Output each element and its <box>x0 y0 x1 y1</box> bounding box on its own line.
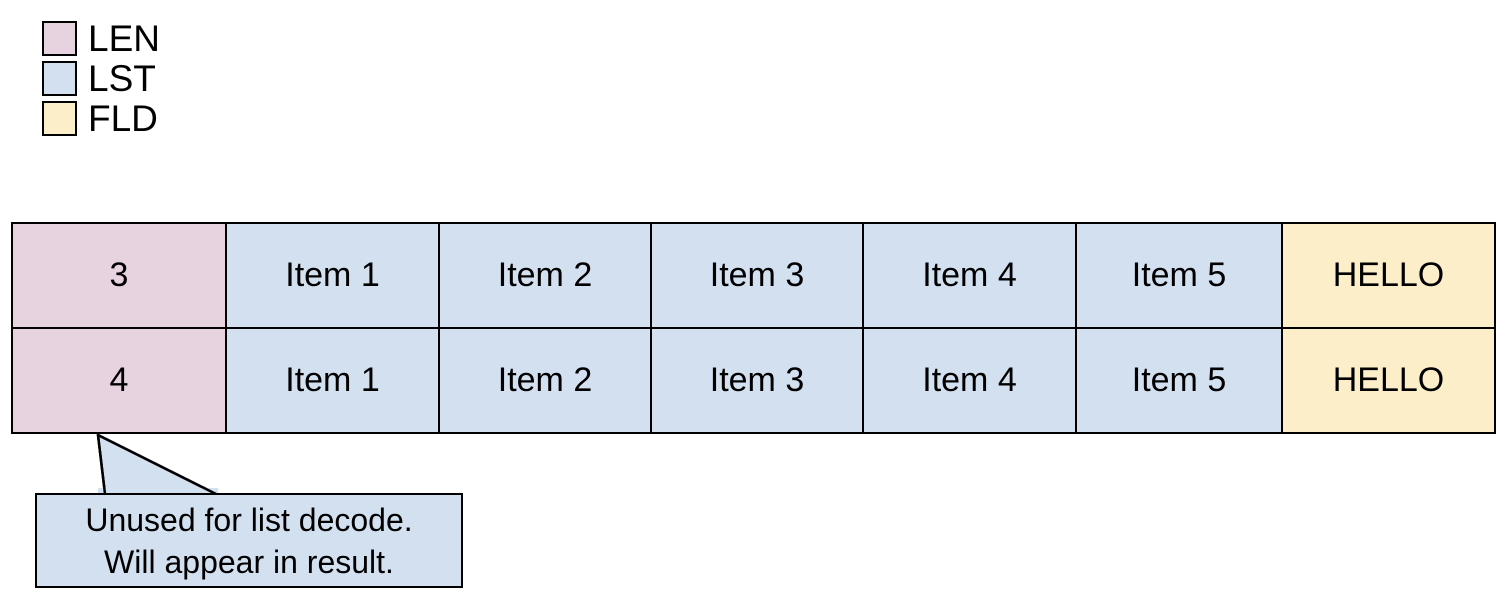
cell-len-row1: 4 <box>11 327 227 434</box>
cell-lst-row1-item1: Item 2 <box>438 327 652 434</box>
legend-item-fld: FLD <box>42 98 160 138</box>
cell-lst-row1-item4: Item 5 <box>1075 327 1283 434</box>
callout-pointer-tail <box>96 432 218 500</box>
cell-lst-row0-item0: Item 1 <box>225 222 440 329</box>
legend-swatch-fld-icon <box>42 100 77 136</box>
legend-label-len: LEN <box>88 17 160 59</box>
cell-lst-row1-item2: Item 3 <box>650 327 864 434</box>
table-row: 3 Item 1 Item 2 Item 3 Item 4 Item 5 HEL… <box>11 222 1496 329</box>
cell-lst-row0-item1: Item 2 <box>438 222 652 329</box>
legend-swatch-len-icon <box>42 20 77 56</box>
callout-box: Unused for list decode. Will appear in r… <box>35 493 463 588</box>
cell-fld-row1: HELLO <box>1281 327 1496 434</box>
cell-lst-row0-item2: Item 3 <box>650 222 864 329</box>
cell-lst-row1-item3: Item 4 <box>862 327 1077 434</box>
cell-len-row0: 3 <box>11 222 227 329</box>
legend: LEN LST FLD <box>42 18 160 138</box>
cell-lst-row1-item0: Item 1 <box>225 327 440 434</box>
table-row: 4 Item 1 Item 2 Item 3 Item 4 Item 5 HEL… <box>11 327 1496 434</box>
cell-lst-row0-item3: Item 4 <box>862 222 1077 329</box>
legend-item-lst: LST <box>42 58 160 98</box>
legend-label-lst: LST <box>88 57 156 99</box>
legend-label-fld: FLD <box>88 97 158 139</box>
structure-table: 3 Item 1 Item 2 Item 3 Item 4 Item 5 HEL… <box>11 222 1496 434</box>
cell-lst-row0-item4: Item 5 <box>1075 222 1283 329</box>
legend-item-len: LEN <box>42 18 160 58</box>
cell-fld-row0: HELLO <box>1281 222 1496 329</box>
callout-line-2: Will appear in result. <box>104 543 394 580</box>
callout-line-1: Unused for list decode. <box>85 501 413 538</box>
legend-swatch-lst-icon <box>42 60 77 96</box>
